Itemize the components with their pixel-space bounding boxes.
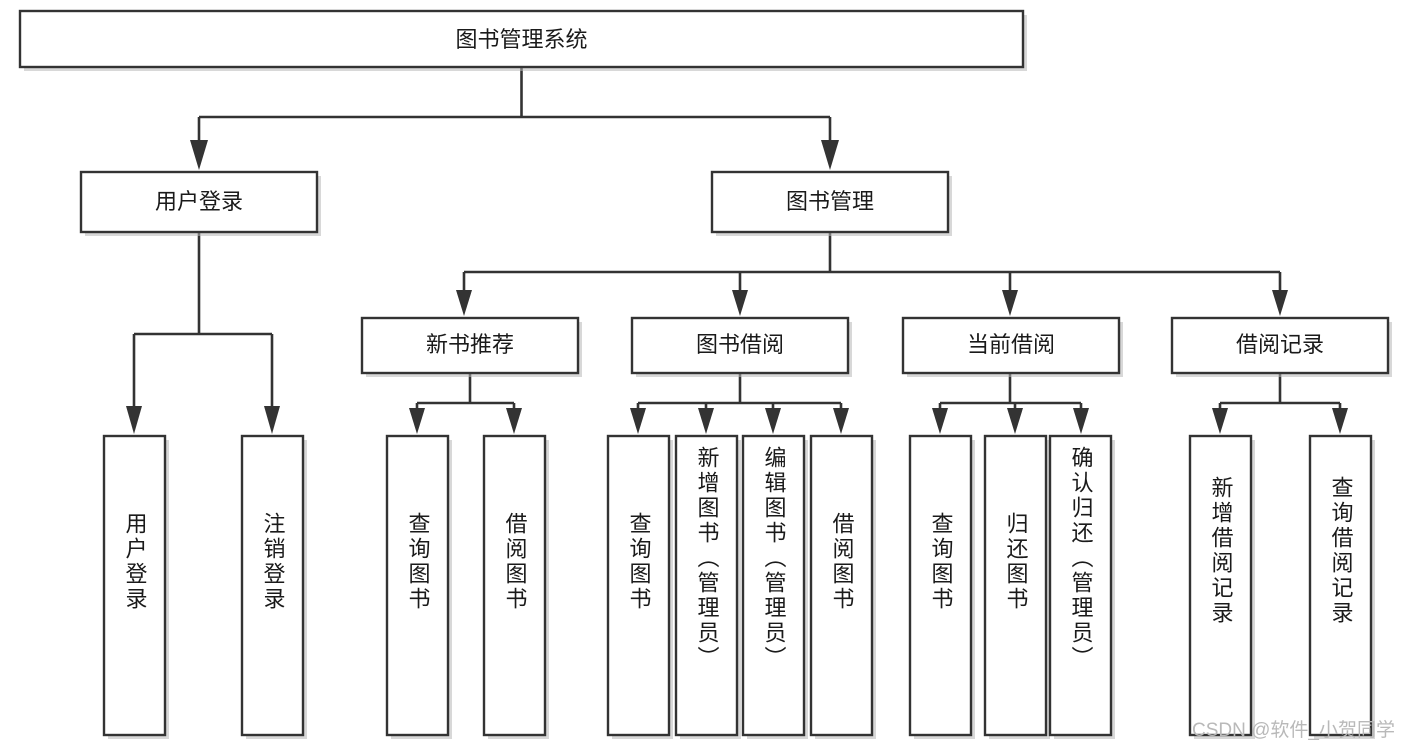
leaf-box-13[interactable]: [1308, 434, 1373, 737]
connectors-root-to-level2: [190, 67, 839, 170]
arrow-head-current-borrow: [1002, 290, 1018, 316]
node-current-borrow[interactable]: 当前借阅: [901, 316, 1123, 377]
connectors-book-mgmt-to-level3: [456, 232, 1288, 316]
leaf-boxes: [102, 434, 1375, 739]
user-login-label: 用户登录: [155, 189, 243, 214]
arrow-head-borrow-book: [732, 290, 748, 316]
csdn-watermark: CSDN @软件_小贺同学: [1192, 720, 1395, 741]
node-user-login[interactable]: 用户登录: [79, 170, 321, 236]
arrow-head-leaf-8: [833, 408, 849, 434]
arrow-head-book-mgmt: [821, 140, 839, 170]
arrow-head-leaf-13: [1332, 408, 1348, 434]
leaf-box-7[interactable]: [741, 434, 806, 737]
leaf-box-11[interactable]: [1048, 434, 1113, 737]
node-new-book-recommend[interactable]: 新书推荐: [360, 316, 582, 377]
new-book-recommend-label: 新书推荐: [426, 332, 514, 357]
arrow-head-leaf-5: [630, 408, 646, 434]
new-book-recommend-box[interactable]: [360, 316, 580, 375]
borrow-record-box[interactable]: [1170, 316, 1390, 375]
leaf-box-9[interactable]: [908, 434, 973, 737]
connectors-new-book-subtree: [409, 373, 522, 434]
borrow-record-label: 借阅记录: [1236, 332, 1324, 357]
leaf-box-10[interactable]: [983, 434, 1048, 737]
arrow-head-leaf-9: [932, 408, 948, 434]
book-borrow-label: 图书借阅: [696, 332, 784, 357]
arrow-head-leaf-12: [1212, 408, 1228, 434]
leaf-box-12[interactable]: [1188, 434, 1253, 737]
book-borrow-box[interactable]: [630, 316, 850, 375]
connectors-borrow-record-subtree: [1212, 373, 1348, 434]
arrow-head-leaf-11: [1073, 408, 1089, 434]
arrow-head-leaf-10: [1007, 408, 1023, 434]
leaf-box-3[interactable]: [385, 434, 450, 737]
root-box[interactable]: [18, 9, 1025, 69]
leaf-box-5[interactable]: [606, 434, 671, 737]
leaf-box-2[interactable]: [240, 434, 305, 737]
user-login-box[interactable]: [79, 170, 319, 234]
connectors-user-login-subtree: [126, 232, 280, 434]
arrow-head-leaf-2: [264, 406, 280, 434]
arrow-head-leaf-3: [409, 408, 425, 434]
arrow-head-borrow-record: [1272, 290, 1288, 316]
current-borrow-box[interactable]: [901, 316, 1121, 375]
leaf-box-4[interactable]: [482, 434, 547, 737]
arrow-head-leaf-6: [698, 408, 714, 434]
node-root[interactable]: 图书管理系统: [18, 9, 1027, 71]
node-book-management[interactable]: 图书管理: [710, 170, 952, 236]
node-borrow-record[interactable]: 借阅记录: [1170, 316, 1392, 377]
connectors-current-borrow-subtree: [932, 373, 1089, 434]
arrow-head-leaf-4: [506, 408, 522, 434]
current-borrow-label: 当前借阅: [967, 332, 1055, 357]
node-book-borrow[interactable]: 图书借阅: [630, 316, 852, 377]
leaf-box-1[interactable]: [102, 434, 167, 737]
arrow-head-leaf-1: [126, 406, 142, 434]
book-management-label: 图书管理: [786, 189, 874, 214]
connectors-borrow-book-subtree: [630, 373, 849, 434]
leaf-box-6[interactable]: [674, 434, 739, 737]
arrow-head-leaf-7: [765, 408, 781, 434]
leaf-box-8[interactable]: [809, 434, 874, 737]
root-label: 图书管理系统: [455, 27, 587, 52]
book-management-box[interactable]: [710, 170, 950, 234]
arrow-head-new-book: [456, 290, 472, 316]
arrow-head-user-login: [190, 140, 208, 170]
